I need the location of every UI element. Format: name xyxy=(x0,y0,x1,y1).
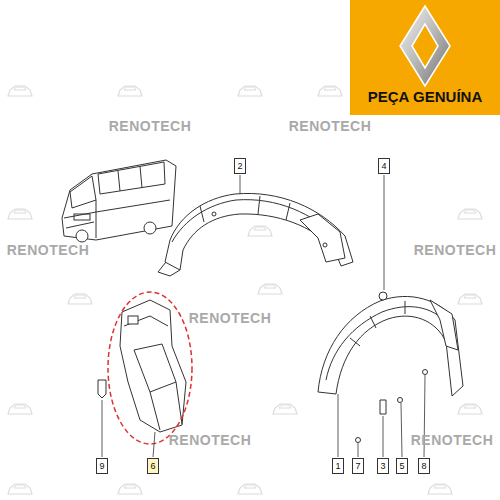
callout-number: 6 xyxy=(147,458,159,474)
highlight-ring xyxy=(108,292,192,444)
callout-number: 3 xyxy=(377,458,389,474)
callout-number: 8 xyxy=(419,460,429,472)
watermark: RENOTECH xyxy=(169,432,252,448)
callout-number: 8 xyxy=(418,458,430,474)
watermark-car-icon xyxy=(318,86,342,96)
callout-number: 4 xyxy=(378,158,390,174)
callout-number: 4 xyxy=(379,160,389,172)
watermark-car-icon xyxy=(8,86,32,96)
callout-number: 3 xyxy=(378,460,388,472)
watermark-car-icon xyxy=(428,484,452,494)
watermark-car-icon xyxy=(458,294,482,304)
watermark-car-icon xyxy=(273,404,297,414)
callout-number: 5 xyxy=(397,460,407,472)
watermark-car-icon xyxy=(258,284,282,294)
wheel-arch-liner-lower xyxy=(318,292,463,443)
mudflap-panel xyxy=(98,300,186,432)
callout-number: 1 xyxy=(332,458,344,474)
watermark-car-icon xyxy=(8,484,32,494)
brand-panel: PEÇA GENUÍNA xyxy=(350,0,500,115)
watermark: RENOTECH xyxy=(7,242,90,258)
callout-number: 2 xyxy=(234,158,246,174)
callout-number: 5 xyxy=(396,458,408,474)
callout-number: 2 xyxy=(235,160,245,172)
watermark-car-icon xyxy=(458,404,482,414)
callout-number: 6 xyxy=(148,460,158,472)
callout-number: 7 xyxy=(352,458,364,474)
watermark-car-icon xyxy=(238,86,262,96)
wheel-arch-liner-upper xyxy=(158,193,353,276)
van-illustration xyxy=(62,160,176,242)
callout-number: 1 xyxy=(333,460,343,472)
watermark-car-icon xyxy=(68,294,92,304)
watermark-car-icon xyxy=(8,404,32,414)
callout-number: 9 xyxy=(97,460,107,472)
watermark-car-icon xyxy=(118,86,142,96)
watermark: RENOTECH xyxy=(411,432,494,448)
watermark-car-icon xyxy=(248,226,272,236)
callout-number: 9 xyxy=(96,458,108,474)
watermark: RENOTECH xyxy=(189,310,272,326)
watermark: RENOTECH xyxy=(109,118,192,134)
watermark: RENOTECH xyxy=(289,118,372,134)
brand-caption: PEÇA GENUÍNA xyxy=(350,88,500,105)
watermark: RENOTECH xyxy=(414,242,497,258)
watermark-car-icon xyxy=(118,484,142,494)
watermark-car-icon xyxy=(8,209,32,219)
watermark-car-icon xyxy=(238,484,262,494)
callout-number: 7 xyxy=(353,460,363,472)
leader-lines xyxy=(102,175,425,457)
watermark-car-icon xyxy=(458,209,482,219)
